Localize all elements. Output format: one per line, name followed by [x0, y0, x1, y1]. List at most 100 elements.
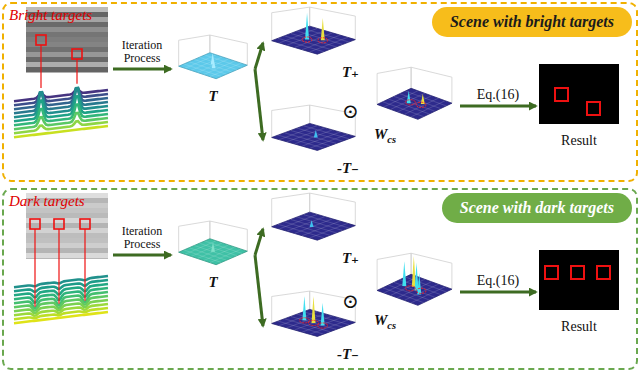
plot-illustration: [174, 34, 252, 86]
peak: [407, 91, 411, 103]
target-ring: [302, 37, 312, 42]
flow-arrow: [255, 229, 263, 255]
edge-label-holder: Iteration Process: [112, 225, 172, 251]
surface-line: [14, 88, 108, 113]
surface-plane: [272, 212, 356, 240]
operator-holder: ⊙: [342, 290, 359, 312]
surface-line: [14, 105, 108, 126]
grid-line: [205, 55, 242, 67]
photo-band: [26, 47, 108, 52]
peak: [402, 261, 406, 286]
peak: [302, 296, 306, 320]
flow-arrow: [255, 69, 263, 140]
target-ring: [405, 100, 415, 105]
photo-band: [26, 253, 108, 258]
surface-plane: [272, 26, 356, 54]
plot-box: T: [174, 220, 252, 290]
surface-line: [14, 312, 108, 323]
target-ring: [318, 38, 328, 43]
leader-line: [40, 45, 41, 88]
operator-symbol: ⊙: [342, 290, 359, 312]
peak: [417, 273, 421, 295]
node-label: Dark targets: [8, 193, 86, 210]
flow-arrow: [255, 255, 263, 326]
tensor-symbol: T₊: [340, 250, 361, 267]
scene-panel: Scene with bright targets Bright targetsT…: [2, 2, 638, 182]
surface-line: [14, 89, 108, 110]
photo-band: [26, 243, 108, 248]
peak: [305, 13, 309, 40]
edge-label-holder: Iteration Process: [112, 39, 172, 65]
image-illustration: [8, 193, 110, 335]
result-map: [539, 250, 619, 310]
node-label: Result: [560, 133, 598, 148]
scene-title-pill: Scene with dark targets: [442, 193, 632, 223]
operator-symbol: ⊙: [342, 100, 359, 122]
grid-line: [303, 312, 349, 325]
result-map: [539, 64, 619, 124]
edge-label-holder: Eq.(16): [458, 87, 538, 102]
tensor-symbol: T: [206, 274, 219, 291]
plot-box: Wcs: [372, 66, 457, 146]
detection-box: [571, 266, 584, 279]
edge-label: Eq.(16): [458, 87, 538, 102]
leader-line: [76, 59, 77, 84]
scene-title-pill: Scene with bright targets: [432, 7, 632, 37]
photo-band: [26, 233, 108, 238]
grid-line: [205, 241, 242, 253]
surface-line: [14, 126, 108, 137]
flow-arrow: [460, 291, 536, 294]
plot-illustration: [266, 192, 361, 248]
detection-box: [555, 88, 568, 101]
plot-illustration: [266, 6, 361, 62]
edge-label: Iteration Process: [112, 225, 172, 251]
flow-arrow: [255, 43, 263, 69]
tensor-symbol: -T₋: [335, 346, 361, 363]
edge-label-holder: Eq.(16): [458, 273, 538, 288]
photo-band: [26, 238, 108, 243]
photo-band: [26, 213, 108, 218]
photo-band: [26, 258, 108, 259]
photo-band: [26, 27, 108, 32]
node-label: Result: [560, 319, 598, 334]
tensor-symbol: Wcs: [372, 126, 398, 146]
peak: [212, 61, 216, 69]
grid-line: [303, 29, 349, 42]
result-box: Result: [539, 64, 619, 148]
image-illustration: [8, 7, 110, 149]
target-ring: [318, 323, 328, 328]
plot-illustration: [372, 252, 457, 314]
target-box: [54, 219, 64, 229]
peak: [314, 130, 318, 138]
photo-band: [26, 37, 108, 42]
target-ring: [416, 102, 426, 107]
photo-band: [26, 57, 108, 62]
plot-illustration: [174, 220, 252, 272]
node-label: Bright targets: [8, 7, 93, 24]
target-box: [36, 35, 46, 45]
tensor-symbol: T: [206, 88, 219, 105]
grid-line: [303, 215, 349, 228]
surface-plane: [179, 53, 248, 79]
plot-box: Wcs: [372, 252, 457, 332]
result-illustration: [539, 64, 619, 124]
photo-band: [26, 67, 108, 72]
photo-band: [26, 62, 108, 67]
plot-box: T: [174, 34, 252, 104]
tensor-symbol: -T₋: [335, 160, 361, 177]
target-box: [30, 219, 40, 229]
edge-label: Eq.(16): [458, 273, 538, 288]
target-box: [80, 219, 90, 229]
operator-holder: ⊙: [342, 100, 359, 122]
surface-plane: [377, 88, 452, 119]
peak: [312, 296, 316, 323]
peak: [321, 303, 325, 326]
target-ring: [405, 286, 415, 291]
surface-plane: [179, 239, 248, 265]
surface-plane: [272, 123, 356, 150]
edge-label: Iteration Process: [112, 39, 172, 65]
plot-illustration: [372, 66, 457, 128]
peak: [310, 220, 314, 227]
detection-box: [597, 266, 610, 279]
